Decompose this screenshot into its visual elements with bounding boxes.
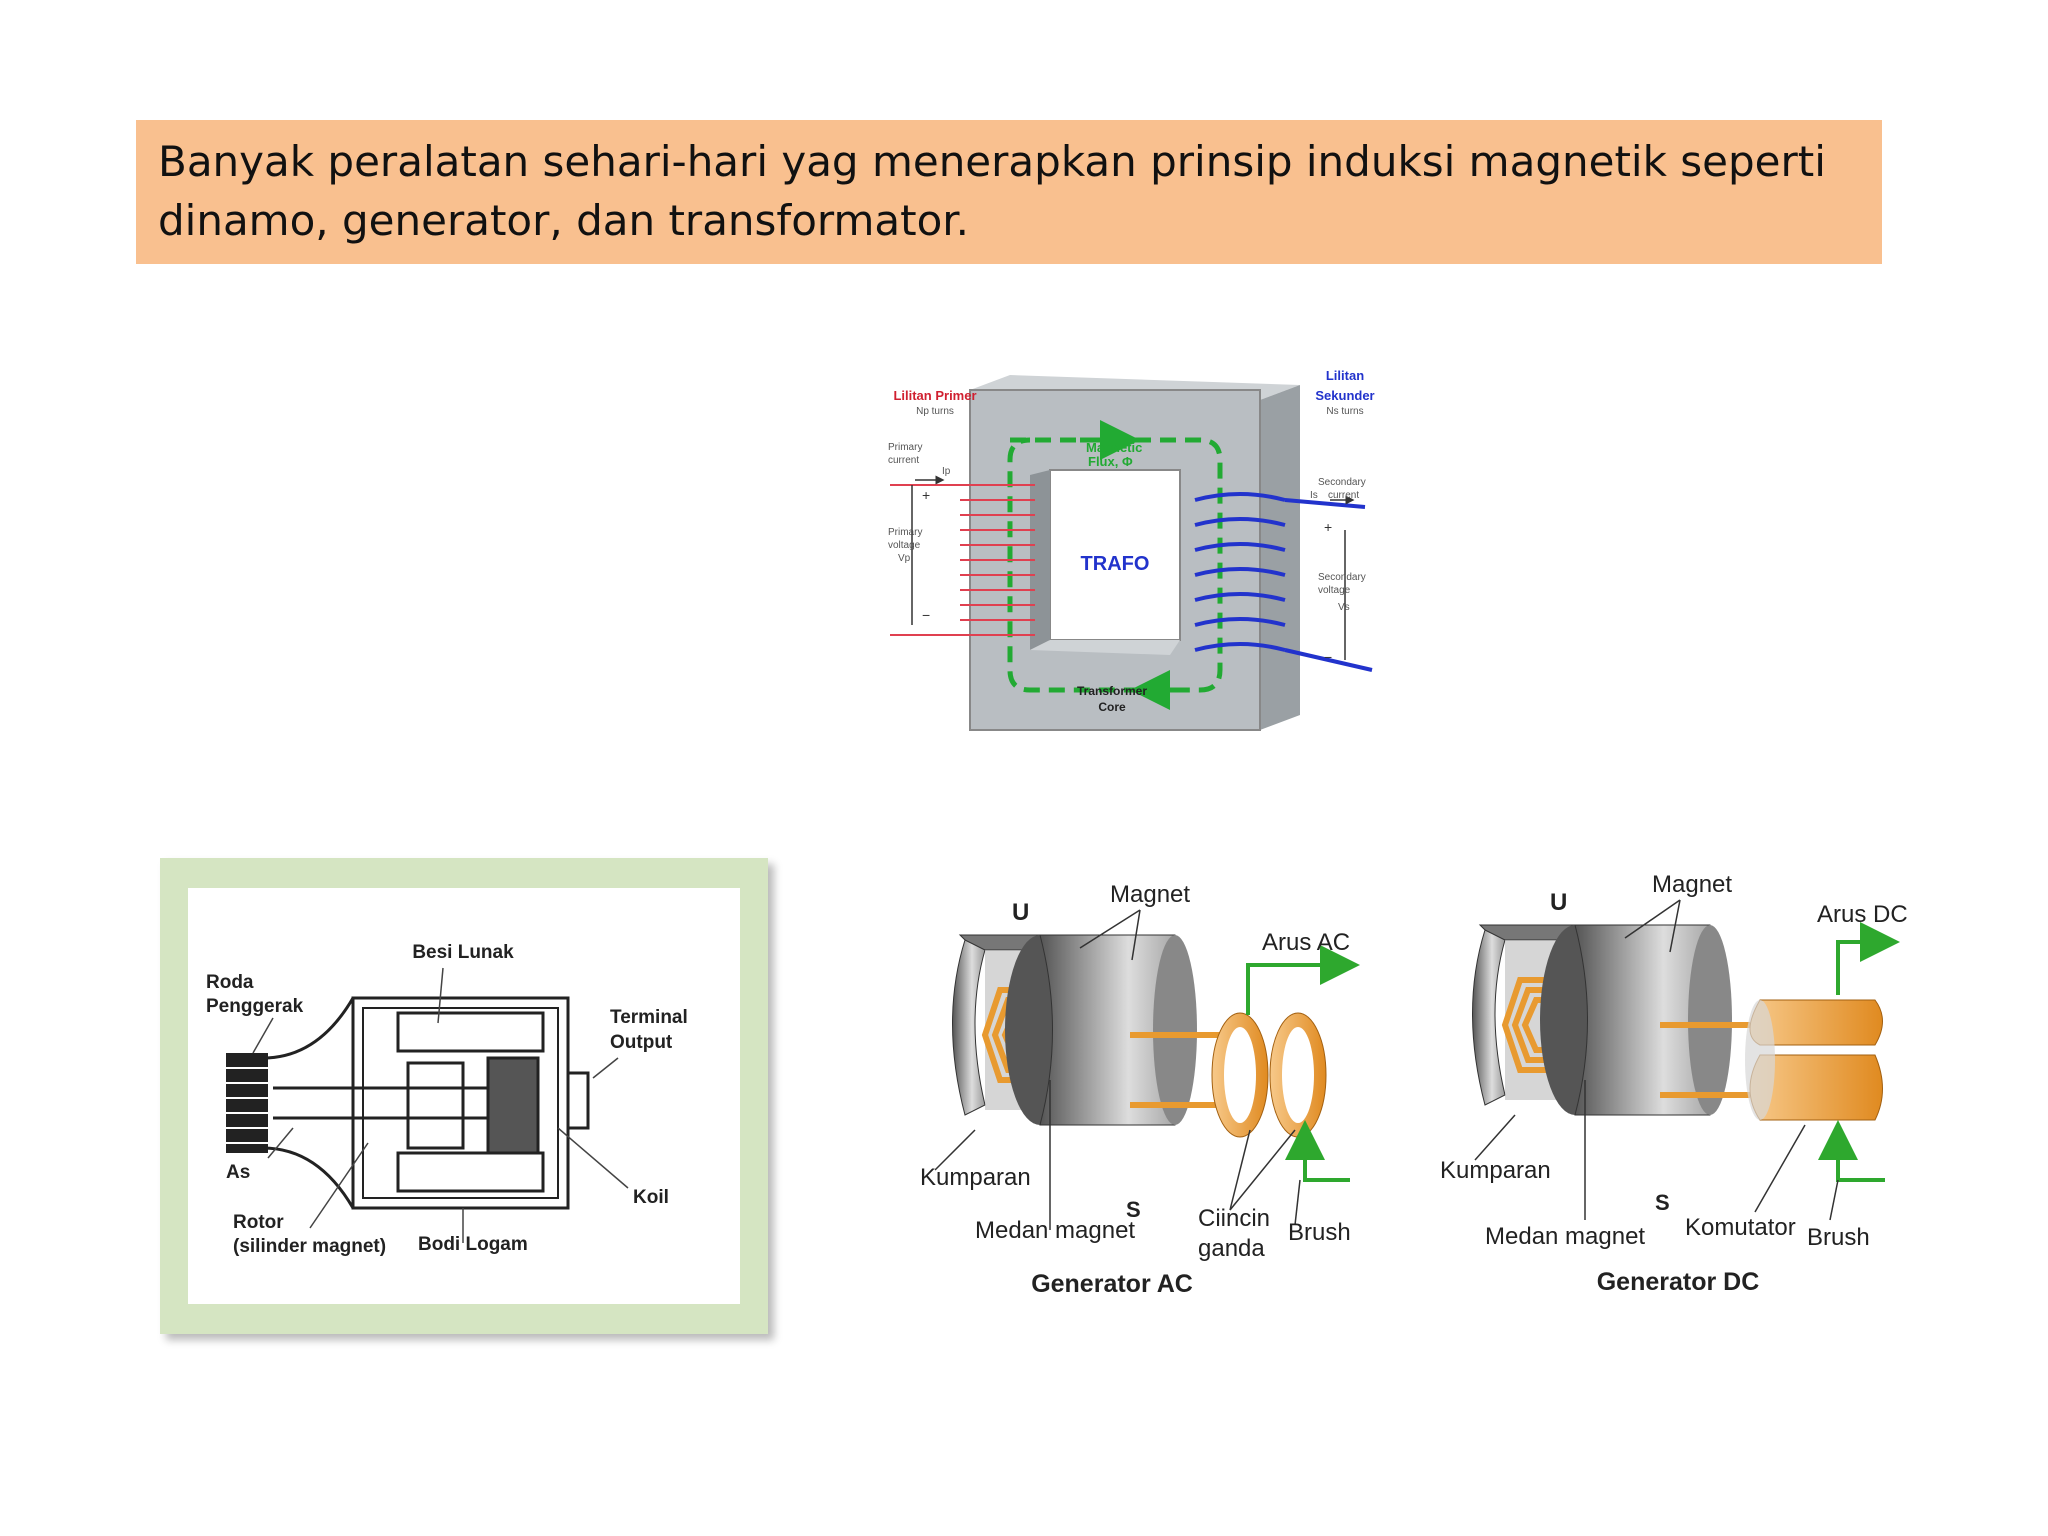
secondary-current-symbol: Is <box>1310 490 1318 501</box>
dc-kumparan-label: Kumparan <box>1440 1157 1551 1184</box>
secondary-turns: Ns turns <box>1326 406 1363 417</box>
flux-label-1: Magnetic <box>1086 440 1142 455</box>
flux-label-2: Flux, Φ <box>1088 454 1133 469</box>
primary-current-label-1: Primary <box>888 442 922 453</box>
dc-arus-label: Arus DC <box>1817 901 1908 928</box>
primary-winding <box>890 484 1035 636</box>
ac-medan-label: Medan magnet <box>975 1217 1135 1244</box>
primary-current-symbol: Ip <box>942 466 951 477</box>
primary-voltage-label-1: Primary <box>888 527 922 538</box>
drive-wheel <box>226 1053 268 1153</box>
dinamo-frame: Besi Lunak Roda Penggerak Terminal Outpu… <box>160 858 768 1334</box>
as-label: As <box>226 1162 250 1183</box>
dc-medan-label: Medan magnet <box>1485 1223 1645 1250</box>
primary-plus: + <box>922 487 930 503</box>
generator-dc-diagram: U Magnet Arus DC Kumparan S Medan magnet… <box>1440 871 1908 1296</box>
dc-magnet-south <box>1540 924 1732 1116</box>
secondary-voltage-label-1: Secondary <box>1318 572 1366 583</box>
terminal-label-2: Output <box>610 1032 673 1053</box>
roda-label-1: Roda <box>206 972 254 993</box>
ac-cincin-label-1: Ciincin <box>1198 1205 1270 1232</box>
ac-output-arrows <box>1246 945 1360 1182</box>
roda-label-2: Penggerak <box>206 996 304 1017</box>
secondary-winding-label-1: Lilitan <box>1326 368 1364 383</box>
primary-turns: Np turns <box>916 406 954 417</box>
generator-ac-diagram: U Magnet Arus AC Kumparan S Medan magnet… <box>920 881 1360 1298</box>
secondary-minus: − <box>1324 649 1332 665</box>
banner-line-2: dinamo, generator, dan transformator. <box>158 196 970 245</box>
ac-title: Generator AC <box>1031 1270 1193 1298</box>
ac-kumparan-label: Kumparan <box>920 1164 1031 1191</box>
bodi-logam-label: Bodi Logam <box>418 1234 528 1255</box>
dc-komutator-label: Komutator <box>1685 1214 1796 1241</box>
ac-cincin-label-2: ganda <box>1198 1235 1265 1262</box>
primary-minus: − <box>922 607 930 623</box>
dc-title: Generator DC <box>1597 1268 1760 1296</box>
core-label-1: Transformer <box>1077 684 1147 698</box>
dinamo-diagram: Besi Lunak Roda Penggerak Terminal Outpu… <box>188 888 740 1304</box>
title-banner: Banyak peralatan sehari-hari yag menerap… <box>136 120 1882 264</box>
rotor-label-1: Rotor <box>233 1212 284 1233</box>
secondary-plus: + <box>1324 519 1332 535</box>
banner-line-1: Banyak peralatan sehari-hari yag menerap… <box>158 137 1826 186</box>
core-label-2: Core <box>1098 700 1126 714</box>
terminal-label-1: Terminal <box>610 1007 688 1028</box>
dc-brush-label: Brush <box>1807 1224 1870 1251</box>
ac-magnet-label: Magnet <box>1110 881 1190 908</box>
secondary-voltage-symbol: Vs <box>1338 602 1350 613</box>
secondary-voltage-label-2: voltage <box>1318 585 1351 596</box>
besi-lunak-label: Besi Lunak <box>412 942 514 963</box>
primary-voltage-symbol: Vp <box>898 553 911 564</box>
dc-north-label: U <box>1550 889 1567 916</box>
ac-magnet-south <box>1005 934 1197 1126</box>
ac-arus-label: Arus AC <box>1262 929 1350 956</box>
dc-south-label: S <box>1655 1190 1670 1215</box>
magnetic-flux-path <box>1007 437 1223 693</box>
trafo-center-label: TRAFO <box>1081 553 1150 575</box>
dinamo-body <box>262 996 590 1210</box>
koil-label: Koil <box>633 1187 669 1208</box>
primary-winding-label: Lilitan Primer <box>893 388 976 403</box>
secondary-current-label-1: Secondary <box>1318 477 1366 488</box>
ac-north-label: U <box>1012 899 1029 926</box>
ac-south-label: S <box>1126 1197 1141 1222</box>
ac-slip-rings <box>1130 1012 1327 1138</box>
dc-magnet-label: Magnet <box>1652 871 1732 898</box>
secondary-winding-label-2: Sekunder <box>1315 388 1374 403</box>
primary-voltage-label-2: voltage <box>888 540 921 551</box>
rotor-label-2: (silinder magnet) <box>233 1236 386 1257</box>
secondary-winding <box>1194 492 1373 672</box>
dc-commutator <box>1660 999 1883 1121</box>
transformer-diagram: Lilitan Primer Np turns Lilitan Sekunder… <box>888 368 1375 731</box>
primary-current-label-2: current <box>888 455 919 466</box>
ac-brush-label: Brush <box>1288 1219 1351 1246</box>
secondary-current-label-2: current <box>1328 490 1359 501</box>
